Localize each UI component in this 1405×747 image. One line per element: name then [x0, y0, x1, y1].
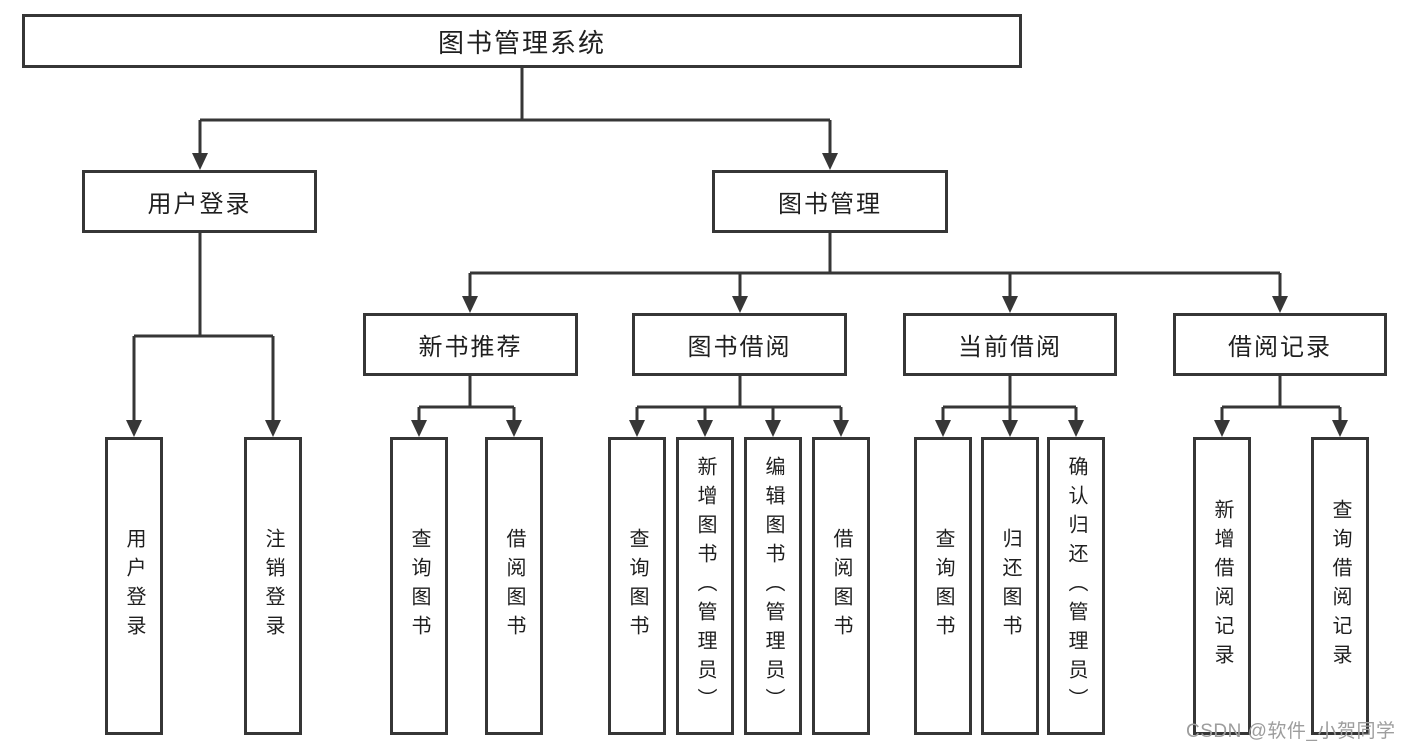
leaf-add-book-admin-label: 新增图书（管理员）	[694, 455, 716, 717]
leaf-query-books-current: 查询图书	[914, 437, 972, 735]
leaf-edit-book-admin: 编辑图书（管理员）	[744, 437, 802, 735]
leaf-add-borrow-record-label: 新增借阅记录	[1211, 499, 1233, 673]
leaf-query-books-borrow: 查询图书	[608, 437, 666, 735]
node-borrow-records: 借阅记录	[1173, 313, 1387, 376]
leaf-return-book-label: 归还图书	[999, 528, 1021, 644]
leaf-logout: 注销登录	[244, 437, 302, 735]
leaf-query-borrow-record-label: 查询借阅记录	[1329, 499, 1351, 673]
leaf-query-books-borrow-label: 查询图书	[626, 528, 648, 644]
leaf-query-books-current-label: 查询图书	[932, 528, 954, 644]
leaf-borrow-books: 借阅图书	[812, 437, 870, 735]
leaf-return-book: 归还图书	[981, 437, 1039, 735]
leaf-borrow-books-recommend-label: 借阅图书	[503, 528, 525, 644]
leaf-confirm-return-admin-label: 确认归还（管理员）	[1065, 455, 1087, 717]
leaf-add-book-admin: 新增图书（管理员）	[676, 437, 734, 735]
leaf-user-login: 用户登录	[105, 437, 163, 735]
node-current-borrow: 当前借阅	[903, 313, 1117, 376]
node-new-book-recommend: 新书推荐	[363, 313, 578, 376]
node-root: 图书管理系统	[22, 14, 1022, 68]
leaf-borrow-books-label: 借阅图书	[830, 528, 852, 644]
leaf-borrow-books-recommend: 借阅图书	[485, 437, 543, 735]
watermark-text: CSDN @软件_小贺同学	[1186, 721, 1396, 742]
node-book-borrow: 图书借阅	[632, 313, 847, 376]
node-user-login: 用户登录	[82, 170, 317, 233]
leaf-query-borrow-record: 查询借阅记录	[1311, 437, 1369, 735]
leaf-add-borrow-record: 新增借阅记录	[1193, 437, 1251, 735]
leaf-query-books-recommend-label: 查询图书	[408, 528, 430, 644]
leaf-logout-label: 注销登录	[262, 528, 284, 644]
leaf-confirm-return-admin: 确认归还（管理员）	[1047, 437, 1105, 735]
leaf-query-books-recommend: 查询图书	[390, 437, 448, 735]
leaf-edit-book-admin-label: 编辑图书（管理员）	[762, 455, 784, 717]
leaf-user-login-label: 用户登录	[123, 528, 145, 644]
node-book-management: 图书管理	[712, 170, 948, 233]
